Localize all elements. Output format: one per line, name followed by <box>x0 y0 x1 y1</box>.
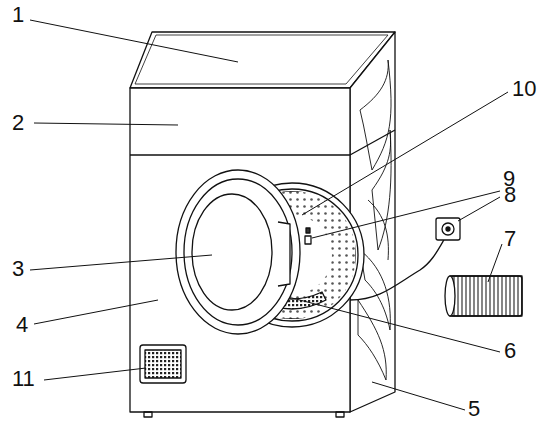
callout-number: 11 <box>12 368 35 390</box>
callout-number: 6 <box>504 340 516 362</box>
callout-number: 4 <box>16 314 28 336</box>
callout-number: 3 <box>12 258 24 280</box>
callout-number: 8 <box>504 184 516 206</box>
callout-number: 5 <box>468 398 480 420</box>
callout-number: 1 <box>12 4 24 26</box>
callout-number: 2 <box>12 112 24 134</box>
callout-number: 10 <box>512 78 536 100</box>
callout-number: 7 <box>504 228 516 250</box>
